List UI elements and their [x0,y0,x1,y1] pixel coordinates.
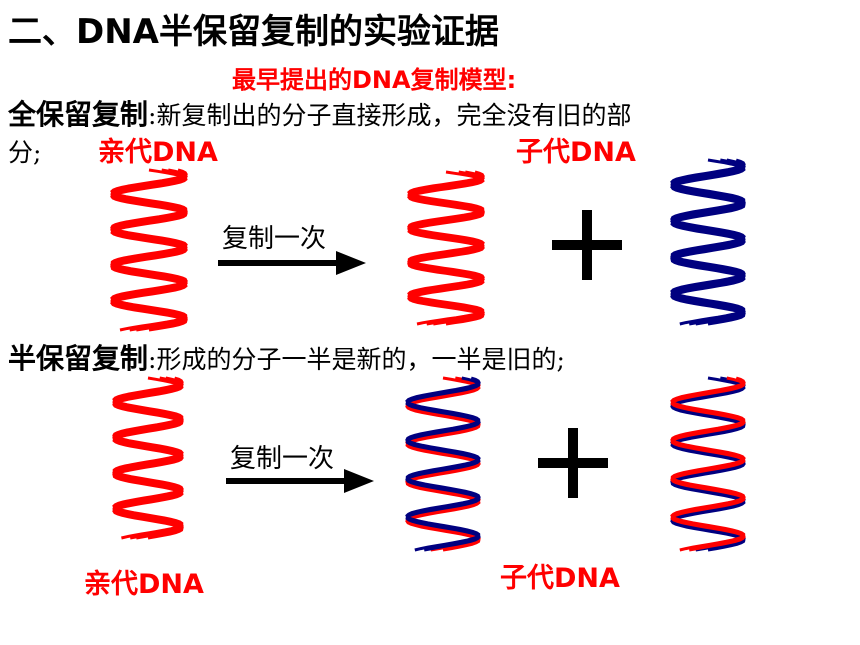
helix-strand-red [112,376,184,540]
semiconservative-definition: 半保留复制:形成的分子一半是新的，一半是旧的; [8,337,565,377]
conservative-child-label: 子代DNA [516,137,636,168]
semiconservative-colon: : [148,345,157,374]
semiconservative-arrow-label: 复制一次 [230,444,335,474]
semiconservative-child-label: 子代DNA [500,563,620,594]
conservative-child-helix-old [407,170,485,326]
semiconservative-parent-label: 亲代DNA [84,569,204,600]
helix-strand-red [670,376,746,552]
helix-strand-red [112,376,184,540]
semiconservative-replication-arrow [226,469,374,493]
helix-strand-red [670,376,746,552]
conservative-term: 全保留复制 [8,98,149,131]
conservative-child-helix-new [670,158,746,326]
conservative-parent-label: 亲代DNA [98,137,218,168]
helix-strand-blue [405,376,481,552]
conservative-definition: 全保留复制:新复制出的分子直接形成，完全没有旧的部 [8,93,631,133]
semiconservative-child-helix-2 [670,376,746,552]
helix-strand-blue [670,158,746,326]
conservative-colon: : [148,101,157,130]
conservative-description-cont: 分; [8,138,42,167]
helix-strand-red [407,170,485,326]
slide-title: 二、DNA半保留复制的实验证据 [8,12,499,52]
conservative-parent-helix [110,168,188,332]
conservative-arrow-label: 复制一次 [222,224,327,254]
conservative-description: 新复制出的分子直接形成，完全没有旧的部 [156,101,632,130]
helix-strand-red [407,170,485,326]
conservative-replication-arrow [218,251,366,275]
semiconservative-child-helix-1 [405,376,481,552]
helix-strand-blue [670,158,746,326]
semiconservative-term: 半保留复制 [8,342,149,375]
semiconservative-parent-helix [112,376,184,540]
semiconservative-description: 形成的分子一半是新的，一半是旧的; [156,345,565,374]
helix-strand-blue [405,376,481,552]
helix-strand-red [110,168,188,332]
conservative-plus-sign [552,210,622,280]
semiconservative-plus-sign [538,428,608,498]
models-subtitle: 最早提出的DNA复制模型: [232,66,517,94]
helix-strand-red [110,168,188,332]
